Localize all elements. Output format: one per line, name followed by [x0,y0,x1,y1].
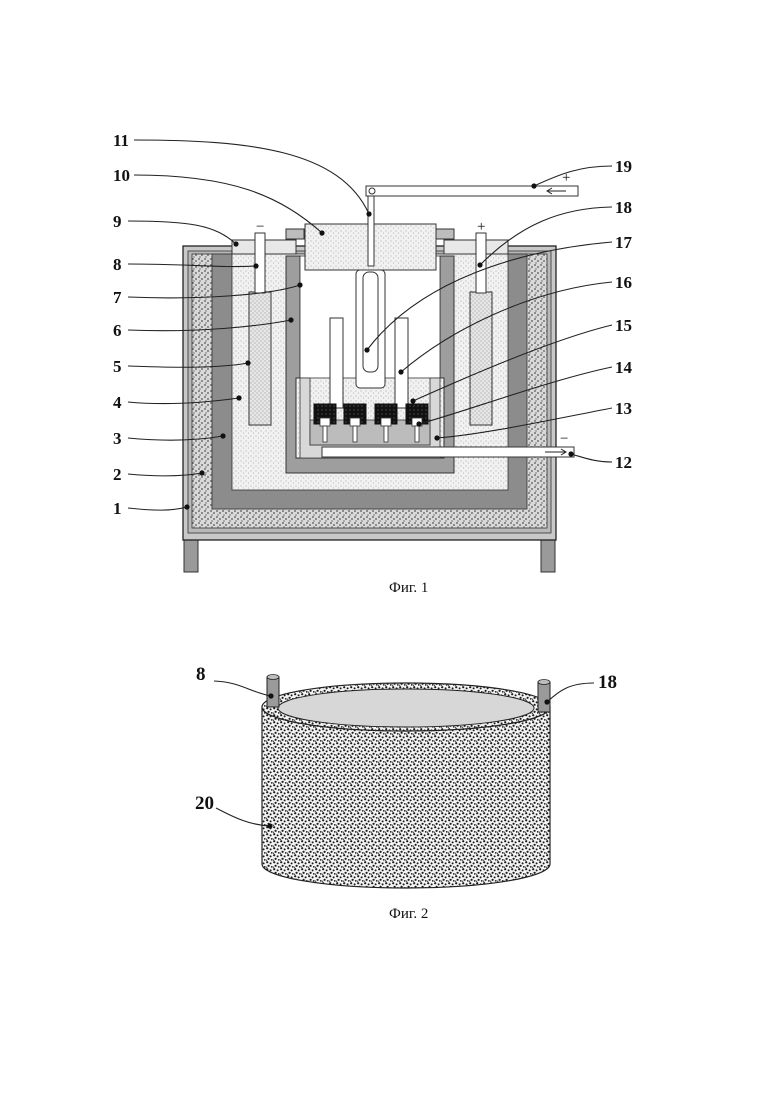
label-15: 15 [615,316,632,335]
left-rod [255,233,265,293]
label-10: 10 [113,166,130,185]
post-right [538,682,550,712]
left-leg [184,538,198,572]
label-13: 13 [615,399,632,418]
figure-2: 8 18 20 Фиг. 2 [195,664,617,922]
bar-left [330,318,343,408]
cylinder-opening [278,689,534,727]
label-20-fig2: 20 [195,793,214,814]
label-2: 2 [113,465,122,484]
label-1: 1 [113,499,122,518]
figure-2-caption: Фиг. 2 [389,906,428,922]
label-17: 17 [615,233,633,252]
label-4: 4 [113,393,122,412]
label-19: 19 [615,157,632,176]
label-11: 11 [113,131,129,150]
minus-sign-bottom: − [560,431,568,447]
left-electrode [249,292,271,425]
minus-sign-left: − [256,219,264,235]
label-18-fig2: 18 [598,672,617,693]
cathode-bar [322,447,574,457]
post-left [267,677,279,707]
label-16: 16 [615,273,632,292]
label-7: 7 [113,288,122,307]
anode-rod [368,192,374,266]
label-6: 6 [113,321,122,340]
label-18: 18 [615,198,632,217]
label-9: 9 [113,212,122,231]
label-3: 3 [113,429,122,448]
right-leg [541,538,555,572]
label-14: 14 [615,358,633,377]
bar-right [395,318,408,408]
plus-sign-right: + [477,219,485,235]
label-8: 8 [113,255,122,274]
cylinder-body [262,707,550,888]
label-5: 5 [113,357,122,376]
label-8-fig2: 8 [196,664,206,685]
figure-1-caption: Фиг. 1 [389,580,428,596]
figure-1: − + + − 11 10 [113,131,633,596]
label-12: 12 [615,453,632,472]
